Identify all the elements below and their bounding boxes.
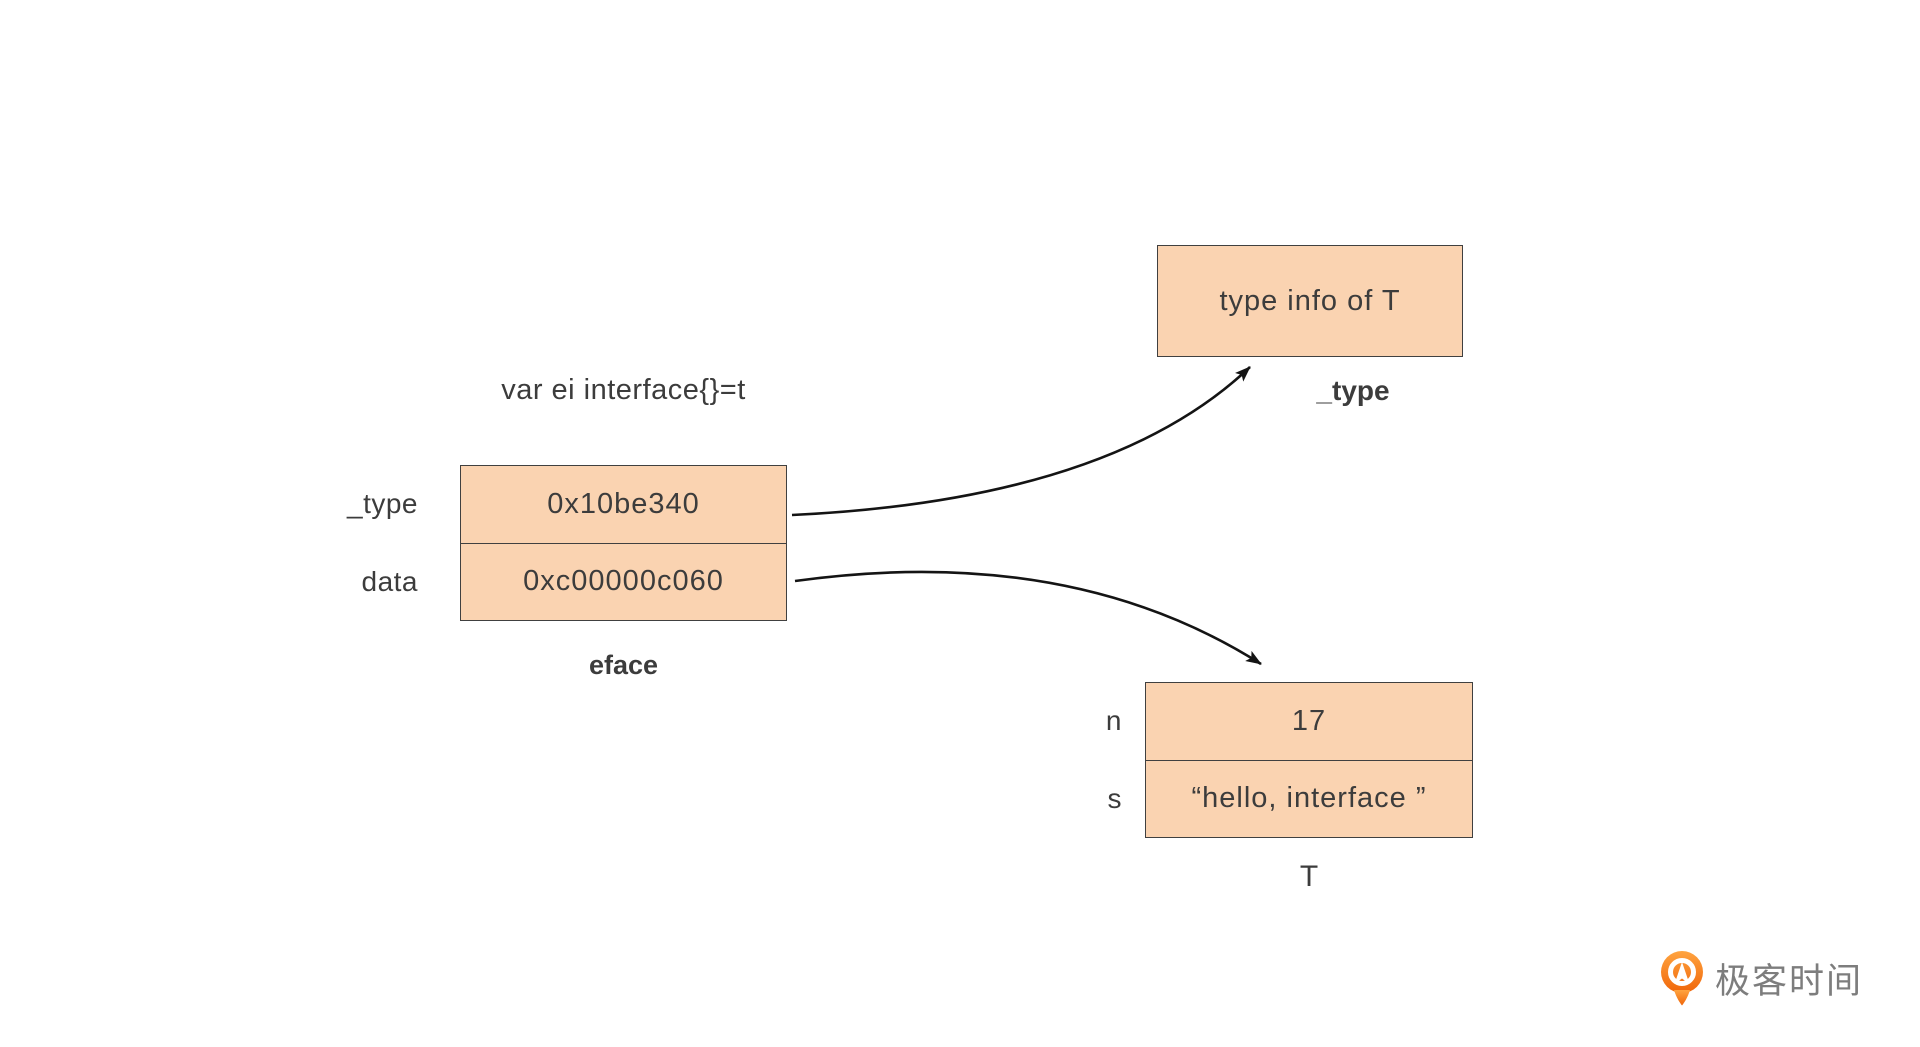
declaration-text: var ei interface{}=t: [501, 374, 746, 406]
eface-box: 0x10be340 0xc00000c060: [460, 465, 787, 621]
t-field-s-value: “hello, interface ”: [1146, 759, 1472, 838]
eface-type-value: 0x10be340: [547, 487, 700, 520]
t-field-n-value: 17: [1291, 704, 1327, 737]
eface-field-label-type: _type: [347, 488, 418, 519]
geektime-pin-icon: [1661, 951, 1703, 1006]
eface-data-value: 0xc00000c060: [461, 542, 786, 621]
typeinfo-box: type info of T: [1157, 245, 1463, 357]
geektime-logo-text: 极客时间: [1715, 961, 1864, 1001]
eface-field-label-data: data: [361, 566, 418, 597]
typeinfo-caption: _type: [1316, 375, 1390, 406]
t-field-label-n: n: [1105, 705, 1122, 736]
arrow-eface-type-to-typeinfo: [791, 366, 1251, 517]
arrow-eface-data-to-t: [794, 570, 1262, 666]
geektime-logo: 极客时间: [1660, 950, 1863, 1012]
t-struct-box: 17 “hello, interface ”: [1145, 682, 1473, 838]
t-struct-caption: T: [1299, 860, 1319, 893]
t-field-label-s: s: [1107, 783, 1122, 814]
typeinfo-text: type info of T: [1219, 284, 1401, 317]
eface-caption: eface: [588, 650, 659, 680]
